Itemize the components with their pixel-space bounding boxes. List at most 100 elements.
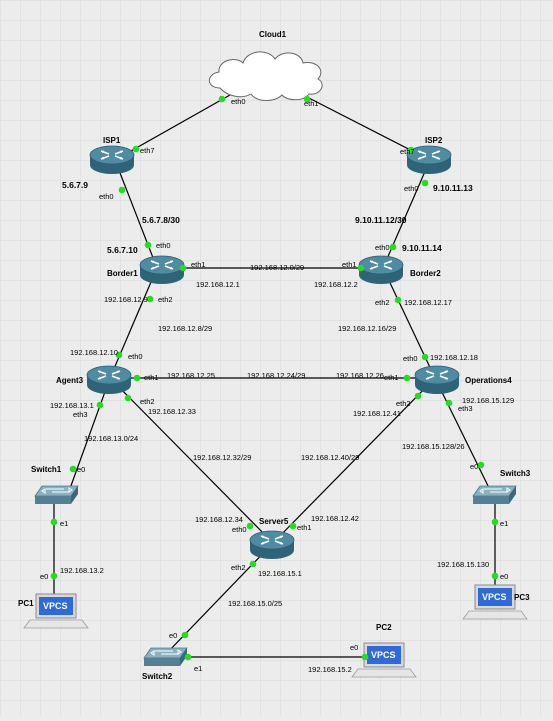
port-dot <box>96 401 104 409</box>
agent3-eth0-ip-label: 192.168.12.10 <box>70 348 118 357</box>
address-labels: 5.6.7.9 5.6.7.8/30 5.6.7.10 9.10.11.13 9… <box>50 180 514 674</box>
port-dot <box>407 146 415 154</box>
port-dot <box>50 572 58 580</box>
port-dot <box>118 186 126 194</box>
border2-node[interactable]: Border2 <box>358 255 441 285</box>
operations4-eth3-ip-label: 192.168.15.129 <box>462 396 514 405</box>
port-dot <box>246 522 254 530</box>
router-icon <box>414 365 460 395</box>
link-isp1-border1[interactable] <box>114 159 158 269</box>
operations4-eth3-label: eth3 <box>458 404 473 413</box>
isp2-net-label: 9.10.11.12/30 <box>355 215 407 225</box>
pc1-node[interactable]: VPCS PC1 <box>18 593 89 629</box>
cloud1-node[interactable]: Cloud1 <box>208 30 323 101</box>
switch2-node[interactable]: Switch2 <box>142 647 188 681</box>
pc1-ip-label: 192.168.13.2 <box>60 566 104 575</box>
border2-eth2-label: eth2 <box>375 298 390 307</box>
port-dot <box>132 145 140 153</box>
switch3-node[interactable]: Switch3 <box>472 469 531 505</box>
border1-eth2-label: eth2 <box>158 295 173 304</box>
cloud-eth0-label: eth0 <box>231 97 246 106</box>
link-operations4-server5[interactable] <box>272 377 436 544</box>
border2-eth2-ip-label: 192.168.12.17 <box>404 298 452 307</box>
operations4-switch3-net-label: 192.168.15.128/26 <box>402 442 465 451</box>
port-dot <box>289 522 297 530</box>
switch1-e0-label: e0 <box>77 465 85 474</box>
port-dot <box>421 353 429 361</box>
link-operations4-switch3[interactable] <box>434 377 493 495</box>
cloud-icon <box>208 51 323 101</box>
agent3-eth3-label: eth3 <box>73 410 88 419</box>
server5-node[interactable]: Server5 <box>249 517 295 560</box>
isp1-eth0-label: eth0 <box>99 192 114 201</box>
agent3-eth1-label: eth1 <box>144 373 159 382</box>
switch-icon <box>472 485 517 505</box>
agent3-switch1-net-label: 192.168.13.0/24 <box>84 434 138 443</box>
port-dot <box>414 392 422 400</box>
port-dot <box>69 465 77 473</box>
isp2-node[interactable]: ISP2 <box>406 136 452 175</box>
border1-node[interactable]: Border1 <box>107 255 185 285</box>
operations4-eth2-ip-label: 192.168.12.41 <box>353 409 401 418</box>
link-border1-agent3[interactable] <box>109 267 158 379</box>
pc3-e0-label: e0 <box>500 572 508 581</box>
port-dot <box>124 394 132 402</box>
isp2-eth7-label: eth7 <box>400 147 415 156</box>
port-dot <box>421 179 429 187</box>
operations4-eth2-label: eth2 <box>396 399 411 408</box>
isp1-label: ISP1 <box>103 136 121 145</box>
switch2-e1-label: e1 <box>194 664 202 673</box>
port-labels: eth0 eth1 eth7 eth7 eth0 eth0 eth0 eth0 … <box>40 97 508 673</box>
agent3-eth2-label: eth2 <box>140 397 155 406</box>
pc2-ip-label: 192.168.15.2 <box>308 665 352 674</box>
agent3-eth3-ip-label: 192.168.13.1 <box>50 401 94 410</box>
border-link-net-label: 192.168.12.0/29 <box>250 263 304 272</box>
router-icon <box>358 255 404 285</box>
operations4-server5-net-label: 192.168.12.40/29 <box>301 453 359 462</box>
server5-eth1-label: eth1 <box>297 523 312 532</box>
pc3-vpcs-text: VPCS <box>482 592 507 602</box>
server5-label: Server5 <box>259 517 289 526</box>
pc1-vpcs-text: VPCS <box>43 601 68 611</box>
agent3-server5-net-label: 192.168.12.32/29 <box>193 453 251 462</box>
port-dot <box>218 95 226 103</box>
border1-eth1-ip-label: 192.168.12.1 <box>196 280 240 289</box>
operations4-node[interactable]: Operations4 <box>414 365 512 395</box>
port-dot <box>389 243 397 251</box>
switch-icon <box>143 647 188 667</box>
server5-switch2-net-label: 192.168.15.0/25 <box>228 599 282 608</box>
border2-operations4-net-label: 192.168.12.16/29 <box>338 324 396 333</box>
pc3-node[interactable]: VPCS PC3 <box>462 584 530 620</box>
link-isp2-border2[interactable] <box>382 159 431 269</box>
server5-eth1-ip-label: 192.168.12.42 <box>311 514 359 523</box>
router-icon <box>89 145 135 175</box>
pc2-vpcs-text: VPCS <box>371 650 396 660</box>
pc2-node[interactable]: VPCS PC2 <box>351 623 417 678</box>
port-dot <box>491 572 499 580</box>
port-dot <box>357 264 365 272</box>
isp2-label: ISP2 <box>425 136 443 145</box>
router-icon <box>249 530 295 560</box>
switch2-e0-label: e0 <box>169 631 177 640</box>
switch-icon <box>34 485 79 505</box>
link-agent3-switch1[interactable] <box>67 377 111 495</box>
pc1-e0-label: e0 <box>40 572 48 581</box>
pc3-ip-label: 192.168.15.130 <box>437 560 489 569</box>
cloud-eth1-label: eth1 <box>304 99 319 108</box>
agent3-eth1-ip-label: 192.168.12.25 <box>167 371 215 380</box>
switch1-label: Switch1 <box>31 465 62 474</box>
port-dot <box>445 399 453 407</box>
port-dot <box>184 653 192 661</box>
switch1-node[interactable]: Switch1 <box>31 465 79 505</box>
server5-eth0-ip-label: 192.168.12.34 <box>195 515 243 524</box>
port-dot <box>361 653 369 661</box>
port-dot <box>115 351 123 359</box>
agent3-operations4-net-label: 192.168.12.24/29 <box>247 371 305 380</box>
isp1-node[interactable]: ISP1 <box>89 136 135 175</box>
port-dots <box>50 95 499 661</box>
operations4-eth1-label: eth1 <box>384 373 399 382</box>
agent3-node[interactable]: Agent3 <box>56 365 132 395</box>
link-agent3-server5[interactable] <box>109 377 274 544</box>
isp1-eth7-label: eth7 <box>140 146 155 155</box>
